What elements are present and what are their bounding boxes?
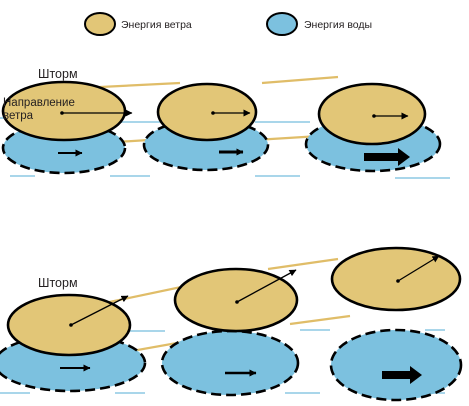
- wind-arrow: [397, 255, 440, 282]
- wind-origin-dot: [211, 111, 215, 115]
- water-arrow: [382, 366, 422, 384]
- water-streaks-bottom: [0, 329, 445, 394]
- stage-top-1: [1, 80, 133, 175]
- wind-ellipse: [330, 246, 462, 312]
- stage-bottom-2: [160, 267, 300, 397]
- wind-origin-dot: [372, 114, 376, 118]
- legend-water-swatch: [266, 12, 298, 36]
- wind-direction-label-line2: ветра: [3, 110, 34, 122]
- wind-origin-dot: [396, 279, 400, 283]
- stage-top-3: [304, 82, 442, 173]
- panel-top: Шторм Направление ветра: [0, 67, 450, 179]
- storm-label-bottom: Шторм: [38, 276, 78, 290]
- wind-origin-dot: [69, 323, 73, 327]
- wind-arrow: [70, 295, 129, 326]
- wind-origin-dot: [60, 111, 64, 115]
- water-arrow: [364, 148, 410, 166]
- wind-ellipse: [156, 82, 258, 142]
- wind-ellipse: [1, 80, 127, 142]
- wind-origin-dot: [235, 300, 239, 304]
- water-ellipse: [160, 329, 300, 397]
- legend: Энергия ветра Энергия воды: [84, 12, 372, 36]
- stage-bottom-1: [0, 293, 147, 393]
- wind-arrow: [236, 269, 297, 303]
- legend-wind-label: Энергия ветра: [121, 19, 192, 31]
- wind-direction-label-line1: Направление: [3, 97, 75, 109]
- panel-bottom: Шторм: [0, 246, 463, 402]
- stage-top-2: [142, 82, 270, 172]
- water-ellipse: [329, 328, 463, 402]
- legend-wind-swatch: [84, 12, 116, 36]
- stage-bottom-3: [329, 246, 463, 402]
- wind-ellipse: [317, 82, 427, 146]
- legend-water-label: Энергия воды: [304, 19, 372, 31]
- wind-ellipse: [173, 267, 299, 333]
- storm-label-top: Шторм: [38, 67, 78, 81]
